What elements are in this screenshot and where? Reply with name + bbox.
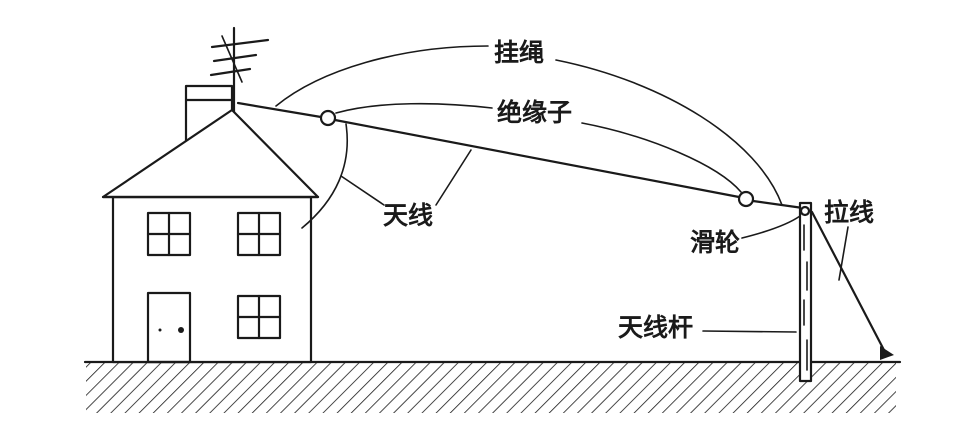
guy-wire-leader [838, 226, 849, 281]
ground-hatching [86, 363, 896, 413]
house [101, 26, 320, 364]
label-pulley: 滑轮 [690, 228, 740, 257]
label-insulator: 绝缘子 [497, 98, 572, 127]
label-hanging-rope: 挂绳 [494, 38, 544, 67]
insulator-leader-right [581, 122, 742, 193]
house-walls [111, 195, 313, 364]
pulley-leader [741, 215, 801, 239]
label-antenna: 天线 [383, 201, 433, 230]
antenna-leader-left [340, 175, 385, 206]
hanging-rope [275, 45, 783, 206]
insulator-left [319, 109, 337, 127]
label-antenna-pole: 天线杆 [618, 313, 693, 342]
insulator-leader-left [335, 102, 493, 114]
window-upper-right [236, 211, 282, 257]
window-lower-right [236, 294, 282, 340]
door [146, 291, 192, 364]
leader-lines [335, 102, 849, 333]
antenna-pole [798, 201, 813, 383]
antenna-downlead [301, 123, 348, 229]
guy-wire [810, 210, 894, 360]
antenna-leader-right [435, 149, 472, 206]
door-knob [178, 327, 184, 333]
insulator-right [737, 190, 755, 208]
antenna-pole-leader [702, 330, 797, 333]
antenna-wire [236, 101, 805, 210]
guy-wire-stake-icon [880, 346, 894, 360]
label-guy-wire: 拉线 [824, 198, 874, 227]
tv-antenna-icon [209, 35, 270, 83]
ground [83, 360, 902, 413]
window-upper-left [146, 211, 192, 257]
pulley-icon [799, 205, 811, 217]
